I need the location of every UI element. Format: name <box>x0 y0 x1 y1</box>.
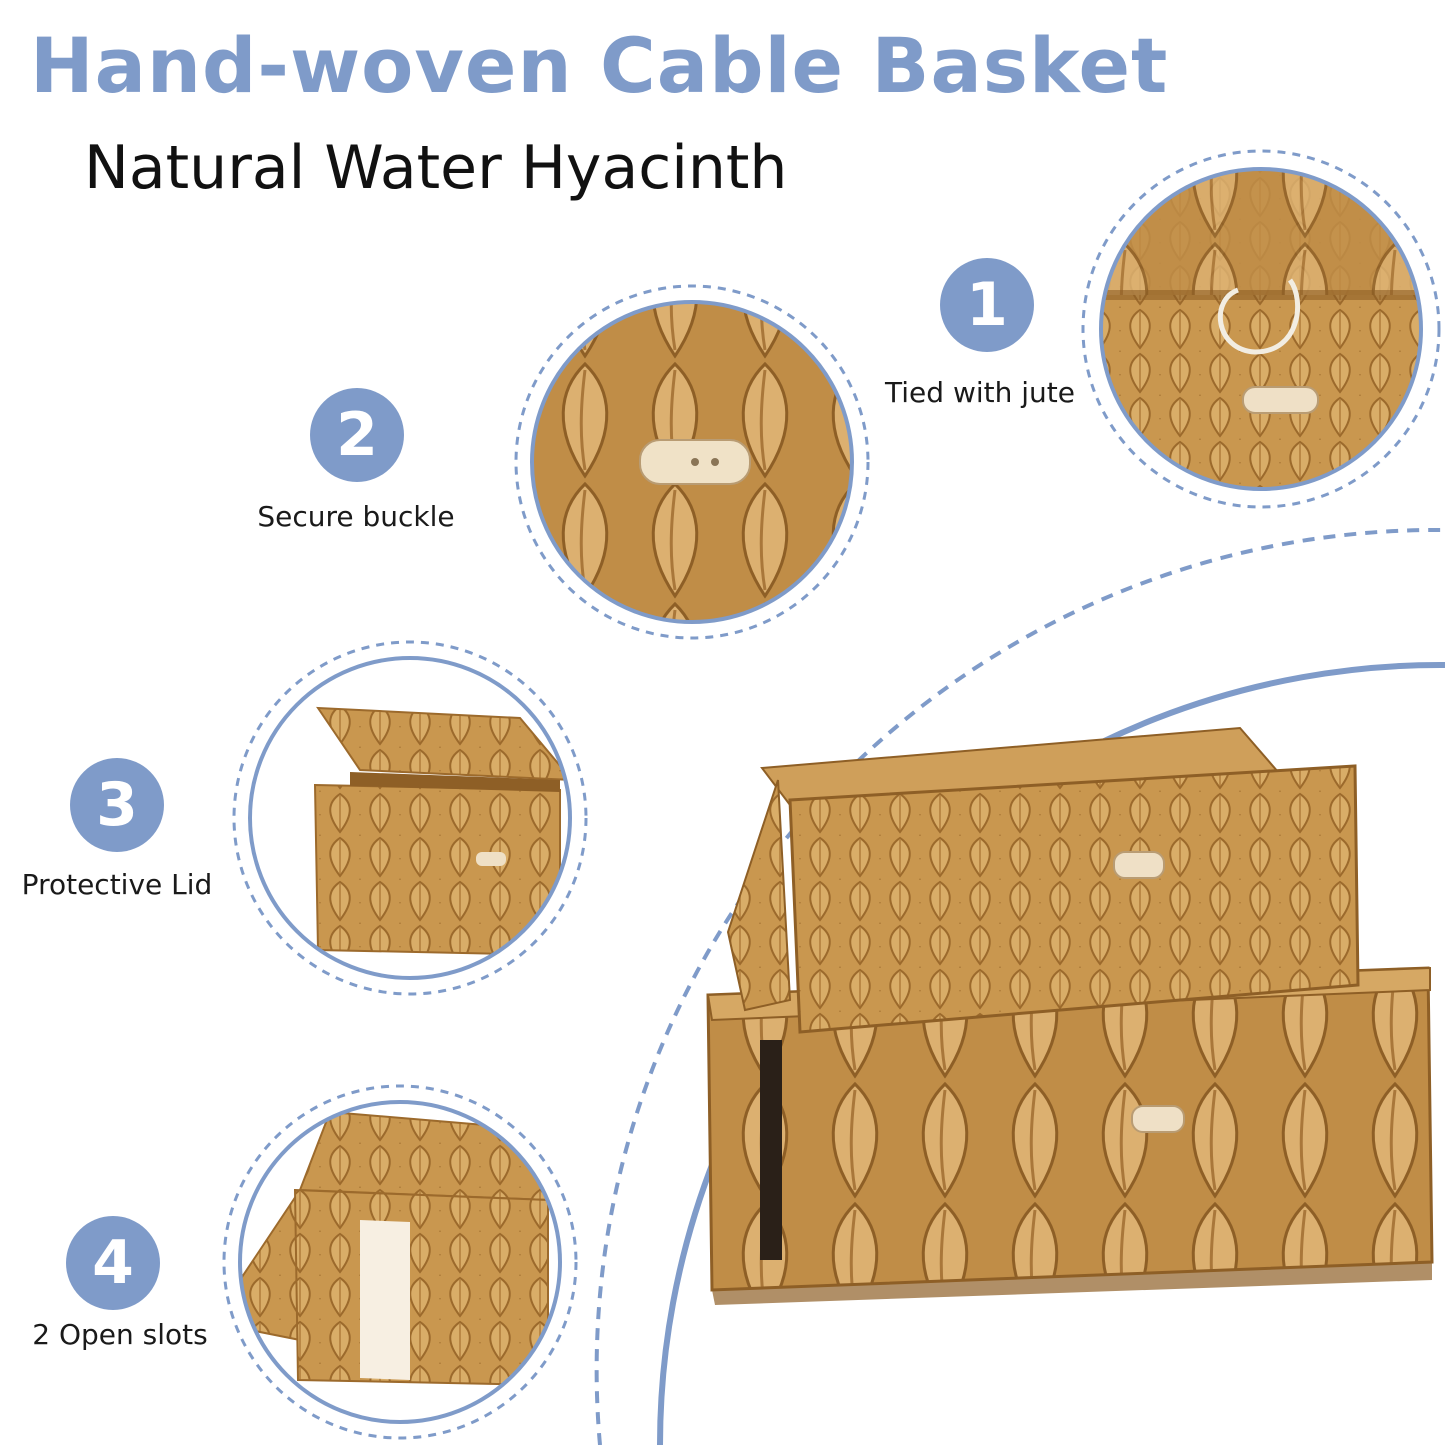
feature-badge-4: 4 <box>66 1216 160 1310</box>
feature-label-4: 2 Open slots <box>32 1318 208 1351</box>
feature-badge-3: 3 <box>70 758 164 852</box>
page-subtitle: Natural Water Hyacinth <box>84 133 788 203</box>
detail-circle-lid <box>232 640 588 996</box>
page-title: Hand-woven Cable Basket <box>30 21 1169 110</box>
feature-label-1: Tied with jute <box>885 376 1075 409</box>
feature-badge-2: 2 <box>310 388 404 482</box>
main-product-baskets <box>706 726 1434 1305</box>
feature-label-3: Protective Lid <box>21 868 213 901</box>
detail-circle-slots <box>222 1084 578 1440</box>
feature-label-2: Secure buckle <box>257 500 455 533</box>
feature-badge-1: 1 <box>940 258 1034 352</box>
detail-circle-jute <box>1081 149 1441 509</box>
detail-circle-buckle <box>514 284 870 640</box>
